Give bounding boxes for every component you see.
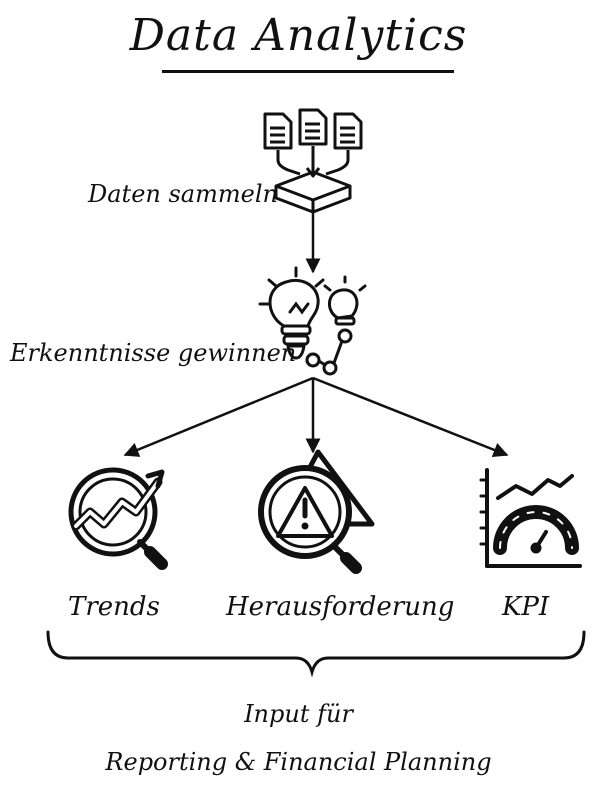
diagram-title: Data Analytics xyxy=(129,10,468,61)
output-label-herausforderung: Herausforderung xyxy=(226,592,455,622)
output-label-kpi: KPI xyxy=(502,592,550,622)
footer-line-2: Reporting & Financial Planning xyxy=(105,748,492,776)
insights-lightbulb-icon xyxy=(258,266,367,376)
data-collection-icon xyxy=(263,108,363,214)
branch-arrows xyxy=(123,376,509,457)
step-label-erkenntnisse-gewinnen: Erkenntnisse gewinnen xyxy=(10,339,297,367)
trend-magnifier-icon xyxy=(68,467,168,570)
output-label-trends: Trends xyxy=(68,592,160,622)
footer-line-1: Input für xyxy=(244,700,353,728)
kpi-gauge-chart-icon xyxy=(479,468,582,568)
warning-magnifier-icon xyxy=(258,449,375,574)
step-label-daten-sammeln: Daten sammeln xyxy=(88,180,278,208)
summary-bracket xyxy=(46,630,586,678)
title-underline xyxy=(162,70,454,73)
